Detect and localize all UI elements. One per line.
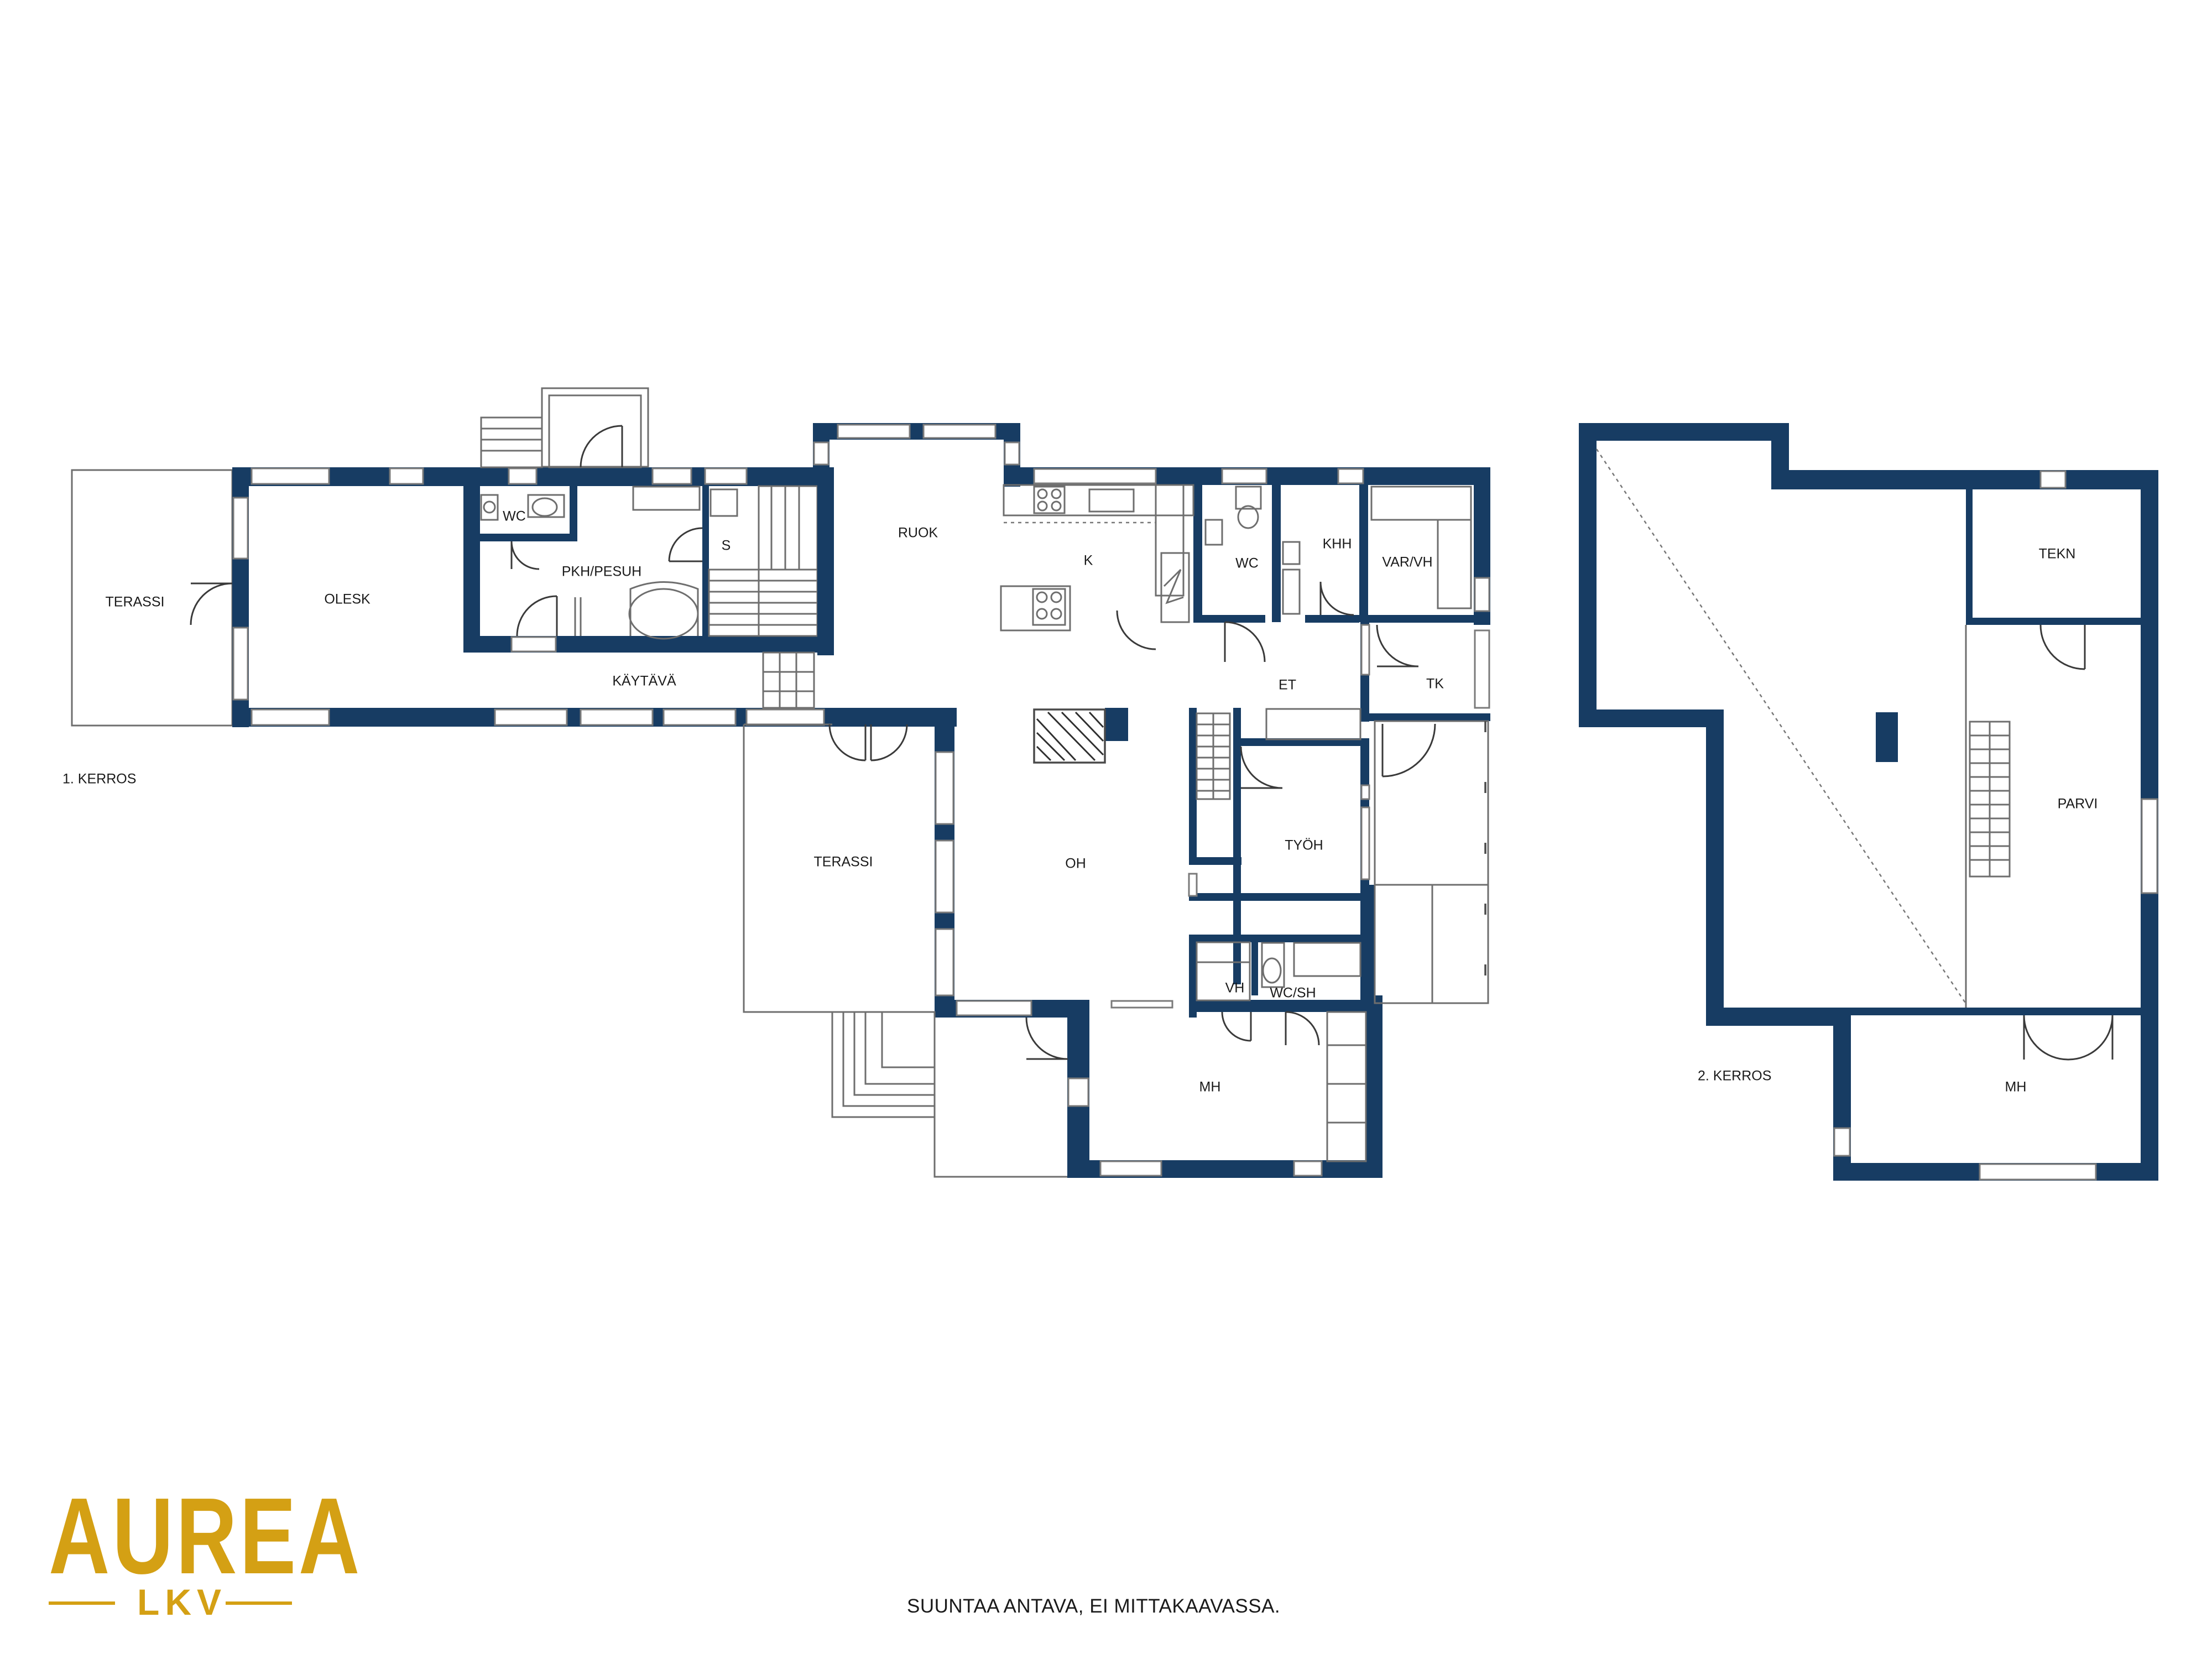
room-label-ruok: RUOK: [898, 525, 938, 541]
room-label-oh: OH: [1065, 856, 1086, 872]
floor-2-windows: [1833, 470, 2158, 1181]
interior-stair-floor-1: [1196, 712, 1231, 800]
floor-label-2: 2. KERROS: [1698, 1068, 1771, 1084]
room-label-olesk: OLESK: [324, 592, 371, 607]
floor-2-details: [1595, 448, 2114, 1061]
kitchen-fixtures: [1000, 484, 1194, 632]
aurea-logo: AUREA LKV: [49, 1475, 362, 1626]
room-label-wc-mid: WC: [1235, 556, 1259, 571]
room-label-khh: KHH: [1323, 536, 1352, 552]
corridor-link-stair: [762, 651, 815, 709]
logo-rule-right: [226, 1601, 292, 1605]
room-label-vh: VH: [1225, 980, 1245, 996]
room-label-tyoh: TYÖH: [1285, 838, 1323, 853]
disclaimer-text: SUUNTAA ANTAVA, EI MITTAKAAVASSA.: [907, 1595, 1281, 1617]
room-label-kitchen: K: [1084, 553, 1093, 568]
room-label-et: ET: [1279, 677, 1296, 693]
room-labels: TERASSI OLESK WC PKH/PESUH S KÄYTÄVÄ RUO…: [106, 509, 2098, 1095]
room-label-sauna: S: [722, 538, 731, 554]
room-label-var-vh: VAR/VH: [1382, 555, 1432, 570]
main-house-windows: [813, 424, 1490, 1177]
logo-wordmark: AUREA: [49, 1475, 362, 1597]
logo-subtitle: LKV: [137, 1582, 227, 1623]
room-label-terassi-south: TERASSI: [814, 854, 873, 870]
main-wet-fixtures: [1196, 486, 1472, 1162]
fireplace: [1033, 708, 1106, 764]
terrace-south-outline: [743, 723, 1067, 1178]
room-label-parvi: PARVI: [2058, 796, 2098, 812]
main-house-doors: [1025, 581, 1419, 1060]
floor-label-1: 1. KERROS: [62, 771, 136, 787]
room-label-wc-west: WC: [503, 509, 526, 524]
floor-2-plan: [1579, 423, 2158, 1181]
logo-subtitle-row: LKV: [49, 1583, 298, 1621]
room-label-pkh-pesuh: PKH/PESUH: [562, 564, 641, 580]
east-annex: [1265, 708, 1489, 1004]
west-entrance-porch: [480, 387, 649, 468]
room-label-tk: TK: [1426, 676, 1444, 692]
room-label-wc-sh: WC/SH: [1270, 985, 1316, 1001]
room-label-kaytava: KÄYTÄVÄ: [612, 674, 676, 689]
logo-rule-left: [49, 1601, 115, 1605]
room-label-mh-floor-2: MH: [2005, 1079, 2027, 1095]
west-wing-windows: [232, 467, 825, 726]
room-label-terassi-west: TERASSI: [106, 594, 165, 610]
floor-1-plan: [71, 387, 1490, 1178]
room-label-tekn: TEKN: [2039, 546, 2076, 562]
room-label-mh-floor-1: MH: [1199, 1079, 1221, 1095]
